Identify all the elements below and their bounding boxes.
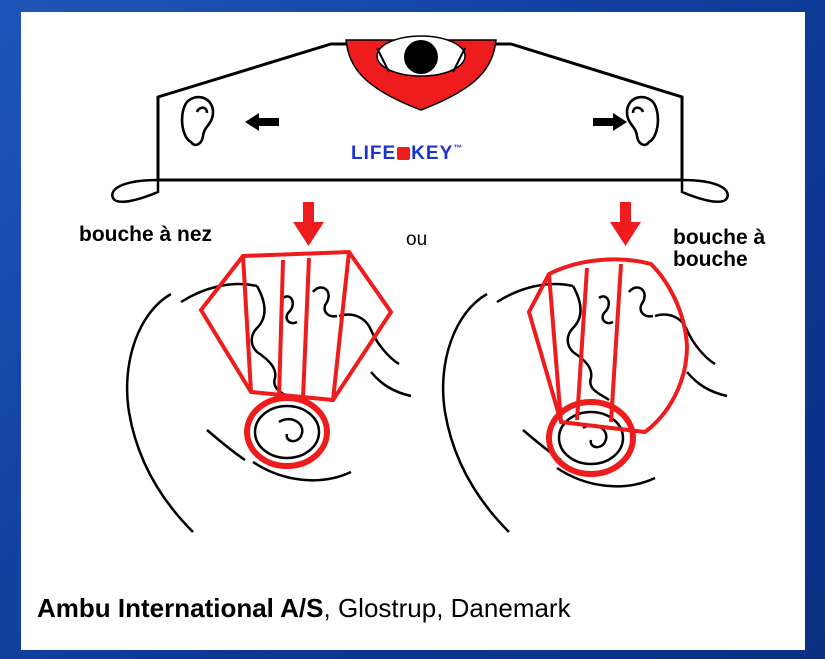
head-mouth-to-nose xyxy=(127,284,411,532)
trademark-symbol: ™ xyxy=(453,143,463,153)
slide: LIFE KEY™ bouche à nez ou bouche à bouche… xyxy=(21,12,805,650)
label-mouth-to-nose: bouche à nez xyxy=(79,224,212,246)
label-mouth-to-mouth: bouche à bouche xyxy=(673,227,765,271)
shield-tab-left xyxy=(112,180,158,202)
shield-tab-right xyxy=(682,180,728,202)
credit-company: Ambu International A/S xyxy=(37,593,324,623)
label-mouth-to-mouth-line1: bouche à xyxy=(673,227,765,249)
arrow-down-icon xyxy=(293,202,324,246)
logo-suffix: KEY xyxy=(411,143,453,164)
label-or: ou xyxy=(406,230,427,250)
logo-dot-icon xyxy=(397,147,410,160)
face-shield-device xyxy=(112,36,727,202)
shield-outline-right xyxy=(529,259,687,474)
arrow-down-icon xyxy=(610,202,641,246)
valve-circle xyxy=(404,40,438,74)
lifekey-logo: LIFE KEY™ xyxy=(351,143,463,165)
credit-location: , Glostrup, Danemark xyxy=(324,593,571,623)
label-mouth-to-mouth-line2: bouche xyxy=(673,249,765,271)
logo-prefix: LIFE xyxy=(351,143,396,164)
lifekey-diagram xyxy=(21,12,805,582)
credit-line: Ambu International A/S, Glostrup, Danema… xyxy=(37,593,571,624)
